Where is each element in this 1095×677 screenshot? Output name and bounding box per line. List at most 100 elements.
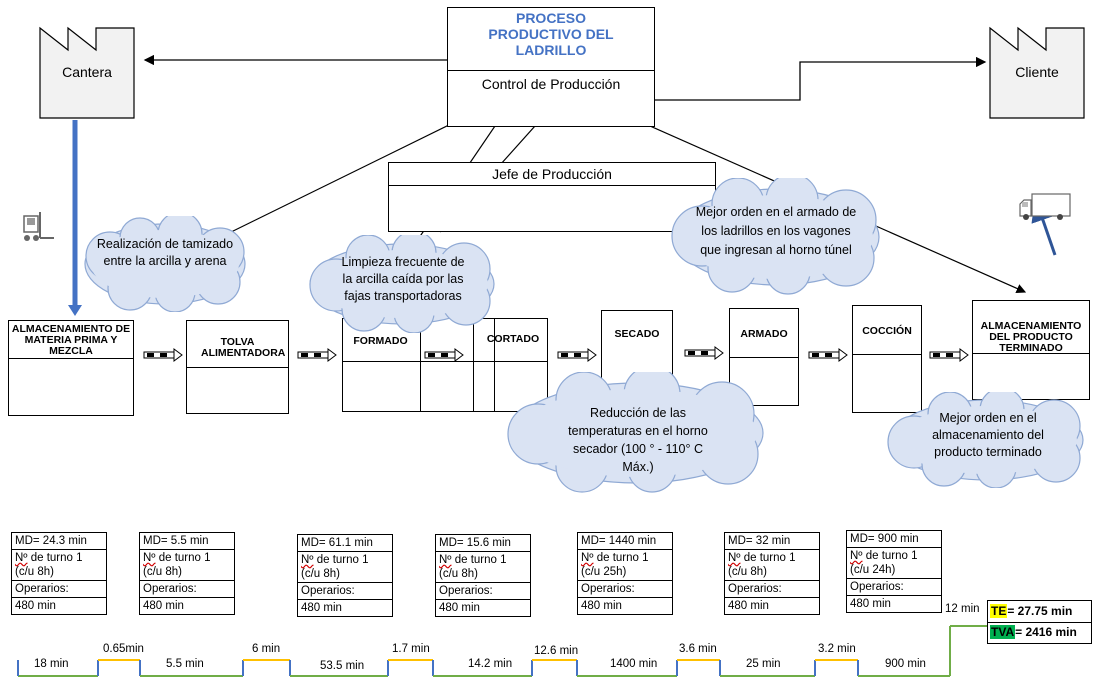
push-arrow-icon (808, 348, 848, 362)
kaizen-cloud-3 (671, 178, 880, 295)
te-label: TE (990, 604, 1008, 618)
tva-value: = 2416 min (1015, 625, 1077, 639)
control-divider (448, 70, 654, 71)
available-time: 480 min (435, 599, 531, 617)
control-to-cliente-arrow (655, 56, 987, 101)
turno-value: Nº de turno 1 (c/u 8h) (297, 551, 393, 582)
available-time: 480 min (11, 597, 107, 615)
forklift-icon (23, 212, 54, 241)
available-time: 480 min (724, 597, 820, 615)
lead-time-3: 53.5 min (320, 660, 365, 672)
supplier-label: Cantera (62, 64, 112, 80)
process-divider (343, 361, 547, 362)
md-value: MD= 5.5 min (139, 532, 235, 549)
data-box-6: MD= 32 min Nº de turno 1 (c/u 8h) Operar… (724, 532, 820, 615)
push-arrow-icon (297, 348, 337, 362)
lead-time-5: 1400 min (610, 658, 658, 670)
md-value: MD= 24.3 min (11, 532, 107, 549)
legend-divider (988, 622, 1091, 623)
cycle-time-1: 0.65min (103, 643, 144, 655)
process-divider (187, 367, 288, 368)
operarios-label: Operarios: (724, 580, 820, 597)
jefe-divider (389, 185, 715, 186)
customer-label: Cliente (1015, 64, 1059, 80)
turno-value: Nº de turno 1 (c/u 25h) (577, 549, 673, 580)
process-almacenamiento-mp: ALMACENAMIENTO DE MATERIA PRIMA Y MEZCLA (8, 320, 134, 416)
process-coccion: COCCIÓN (852, 305, 922, 413)
tva-row: TVA= 2416 min (990, 625, 1077, 639)
lead-time-7: 900 min (885, 658, 926, 670)
process-label: TOLVA ALIMENTADORA (201, 336, 286, 359)
data-box-4: MD= 15.6 min Nº de turno 1 (c/u 8h) Oper… (435, 534, 531, 617)
operarios-label: Operarios: (577, 580, 673, 597)
push-arrow-icon (143, 348, 183, 362)
turno-value: Nº de turno 1 (c/u 8h) (139, 549, 235, 580)
md-value: MD= 15.6 min (435, 534, 531, 551)
tva-label: TVA (990, 625, 1016, 639)
process-divider (853, 354, 921, 355)
operarios-label: Operarios: (139, 580, 235, 597)
process-almacenamiento-pt: ALMACENAMIENTO DEL PRODUCTO TERMINADO (972, 300, 1090, 400)
kaizen-text-5: Mejor orden en el almacenamiento del pro… (932, 411, 1044, 459)
process-label: ALMACENAMIENTO DEL PRODUCTO TERMINADO (980, 320, 1082, 354)
available-time: 480 min (297, 599, 393, 617)
kaizen-cloud-4 (507, 372, 764, 493)
process-tolva: TOLVA ALIMENTADORA (186, 320, 289, 414)
process-divider (730, 357, 798, 358)
jefe-produccion-box: Jefe de Producción (388, 162, 716, 232)
push-arrow-icon (557, 348, 597, 362)
process-divider (973, 353, 1089, 354)
process-formado-label: FORMADO (353, 335, 408, 347)
process-separator (420, 319, 421, 411)
data-box-1: MD= 24.3 min Nº de turno 1 (c/u 8h) Oper… (11, 532, 107, 615)
push-arrow-icon (424, 348, 464, 362)
process-separator (473, 319, 474, 411)
cantera-factory-icon (39, 26, 135, 119)
process-label: COCCIÓN (862, 325, 912, 337)
time-summary-legend: TE= 27.75 min TVA= 2416 min (987, 600, 1092, 644)
lead-time-2: 5.5 min (166, 658, 204, 670)
process-label: SECADO (614, 328, 660, 340)
process-divider (9, 358, 133, 359)
process-label: ARMADO (740, 328, 788, 340)
cliente-factory-icon (989, 26, 1085, 119)
jefe-label: Jefe de Producción (492, 166, 612, 182)
cycle-time-4: 12.6 min (534, 645, 579, 657)
cycle-time-7: 12 min (945, 603, 980, 615)
turno-value: Nº de turno 1 (c/u 8h) (11, 549, 107, 580)
data-box-2: MD= 5.5 min Nº de turno 1 (c/u 8h) Opera… (139, 532, 235, 615)
control-subtitle: Control de Producción (481, 76, 621, 92)
process-label: ALMACENAMIENTO DE MATERIA PRIMA Y MEZCLA (11, 323, 131, 357)
operarios-label: Operarios: (435, 582, 531, 599)
md-value: MD= 900 min (846, 530, 942, 547)
md-value: MD= 1440 min (577, 532, 673, 549)
lead-time-6: 25 min (746, 658, 781, 670)
kaizen-cloud-2 (309, 235, 495, 333)
kaizen-text-4: Reducción de las temperaturas en el horn… (568, 406, 708, 474)
production-control-box: PROCESO PRODUCTIVO DEL LADRILLO Control … (447, 7, 655, 127)
turno-value: Nº de turno 1 (c/u 24h) (846, 547, 942, 578)
cycle-time-6: 3.2 min (818, 643, 856, 655)
truck-icon (1019, 193, 1071, 220)
lead-time-4: 14.2 min (468, 658, 513, 670)
process-cortado-label: CORTADO (486, 333, 540, 345)
push-arrow-icon (684, 346, 724, 360)
cycle-time-5: 3.6 min (679, 643, 717, 655)
available-time: 480 min (846, 595, 942, 613)
operarios-label: Operarios: (846, 578, 942, 595)
cycle-time-2: 6 min (252, 643, 281, 655)
kaizen-cloud-5 (887, 392, 1084, 488)
turno-value: Nº de turno 1 (c/u 8h) (724, 549, 820, 580)
md-value: MD= 32 min (724, 532, 820, 549)
process-separator (494, 319, 495, 411)
md-value: MD= 61.1 min (297, 534, 393, 551)
push-arrow-icon (929, 348, 969, 362)
data-box-5: MD= 1440 min Nº de turno 1 (c/u 25h) Ope… (577, 532, 673, 615)
available-time: 480 min (577, 597, 673, 615)
turno-value: Nº de turno 1 (c/u 8h) (435, 551, 531, 582)
info-line-1 (224, 121, 456, 236)
control-title: PROCESO PRODUCTIVO DEL LADRILLO (488, 10, 614, 58)
data-box-3: MD= 61.1 min Nº de turno 1 (c/u 8h) Oper… (297, 534, 393, 617)
operarios-label: Operarios: (297, 582, 393, 599)
